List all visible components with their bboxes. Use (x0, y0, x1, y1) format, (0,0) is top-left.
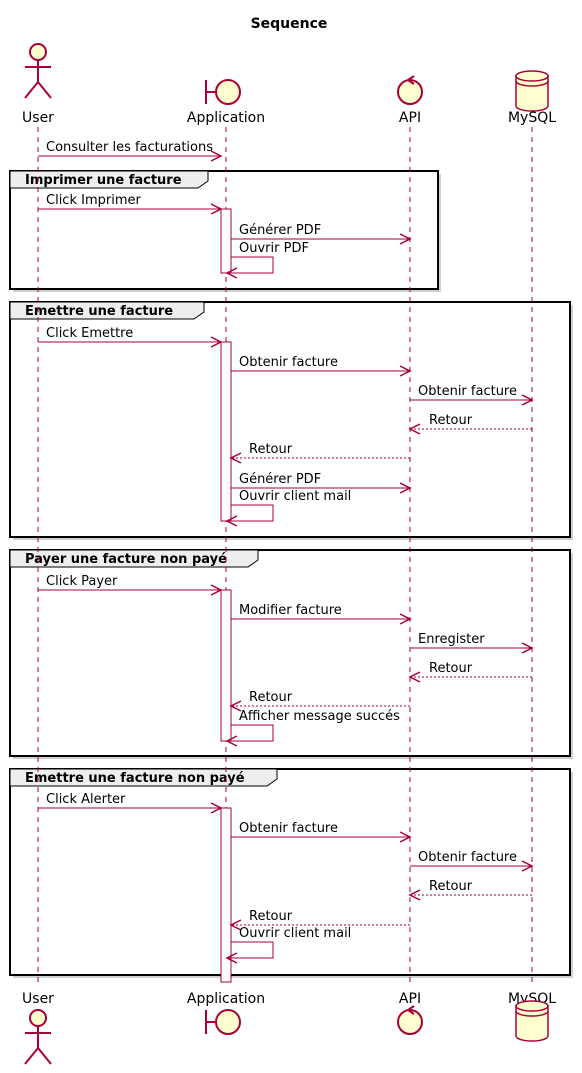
group-label-tab (9, 549, 259, 568)
activation-bar (220, 807, 232, 983)
participant-label: API (399, 991, 421, 1007)
database-icon (515, 70, 549, 112)
arrow-head (408, 889, 421, 901)
actor-icon (24, 43, 52, 99)
message-label: Obtenir facture (418, 850, 517, 865)
participant-label: Application (187, 110, 265, 126)
arrow-head (229, 700, 242, 712)
message-label: Enregister (418, 632, 485, 647)
participant-label: User (22, 110, 54, 126)
message-label: Afficher message succés (239, 709, 400, 724)
control-icon (397, 1005, 423, 1035)
message-label: Ouvrir client mail (239, 489, 351, 504)
participant-label: MySQL (508, 110, 556, 126)
participant-api-bottom: API (397, 991, 423, 1035)
message-label: Retour (429, 413, 473, 428)
group-frame (9, 549, 571, 757)
message-label: Obtenir facture (418, 384, 517, 399)
arrow-head (521, 394, 534, 406)
arrow-head (225, 952, 238, 964)
participant-label: User (22, 991, 54, 1007)
arrow-head (521, 860, 534, 872)
boundary-icon (205, 79, 241, 105)
message-label: Obtenir facture (239, 355, 338, 370)
group-label-tab (9, 301, 205, 320)
arrow-head (399, 233, 412, 245)
participants-layer: UserUserApplicationApplicationAPIAPIMySQ… (22, 43, 556, 1065)
participant-db-bottom: MySQL (508, 991, 556, 1042)
participant-db-top: MySQL (508, 70, 556, 126)
participant-label: Application (187, 991, 265, 1007)
self-message-arrow (227, 504, 274, 522)
participant-label: API (399, 110, 421, 126)
group-label-tab (9, 170, 209, 189)
message-label: Click Imprimer (46, 193, 141, 208)
actor-icon (24, 1009, 52, 1065)
arrow-head (399, 482, 412, 494)
database-icon (515, 1000, 549, 1042)
arrow-head (225, 267, 238, 279)
message-label: Retour (429, 879, 473, 894)
message-label: Ouvrir PDF (239, 241, 309, 256)
participant-app-bottom: Application (187, 991, 265, 1035)
self-message-arrow (227, 256, 274, 274)
arrow-head (399, 613, 412, 625)
arrow-head (521, 642, 534, 654)
message-label: Retour (429, 661, 473, 676)
message-label: Retour (249, 909, 293, 924)
message-label: Modifier facture (239, 603, 342, 618)
self-message-arrow (227, 724, 274, 742)
arrow-head (210, 150, 223, 162)
message-label: Retour (249, 690, 293, 705)
group-label: Imprimer une facture (25, 173, 182, 188)
arrow-head (210, 336, 223, 348)
arrow-head (229, 919, 242, 931)
activation-bar (220, 208, 232, 274)
arrow-head (225, 735, 238, 747)
arrow-head (408, 671, 421, 683)
participant-api-top: API (397, 75, 423, 126)
group-frame (9, 301, 571, 538)
activation-bar (220, 341, 232, 522)
message-label: Click Emettre (46, 326, 133, 341)
message-label: Retour (249, 442, 293, 457)
message-label: Générer PDF (239, 223, 321, 238)
message-label: Ouvrir client mail (239, 926, 351, 941)
participant-app-top: Application (187, 79, 265, 126)
message-label: Click Alerter (46, 792, 126, 807)
activation-bar (220, 589, 232, 742)
arrow-head (210, 203, 223, 215)
group-label: Emettre une facture non payé (25, 771, 245, 786)
message-label: Générer PDF (239, 472, 321, 487)
arrow-head (210, 584, 223, 596)
arrow-head (399, 365, 412, 377)
control-icon (397, 75, 423, 105)
arrow-head (229, 452, 242, 464)
arrow-head (408, 423, 421, 435)
group-label: Emettre une facture (25, 304, 173, 319)
group-frame (9, 768, 571, 976)
self-message-arrow (227, 941, 274, 959)
message-label: Obtenir facture (239, 821, 338, 836)
message-label: Consulter les facturations (46, 140, 213, 155)
participant-user-bottom: User (22, 991, 54, 1065)
message-label: Click Payer (46, 574, 118, 589)
group-label: Payer une facture non payé (25, 552, 227, 567)
participant-user-top: User (22, 43, 54, 126)
arrow-head (225, 515, 238, 527)
diagram-title: Sequence (251, 16, 328, 32)
arrow-head (210, 802, 223, 814)
boundary-icon (205, 1009, 241, 1035)
activations-layer (220, 208, 232, 983)
arrow-head (399, 831, 412, 843)
group-label-tab (9, 768, 278, 787)
